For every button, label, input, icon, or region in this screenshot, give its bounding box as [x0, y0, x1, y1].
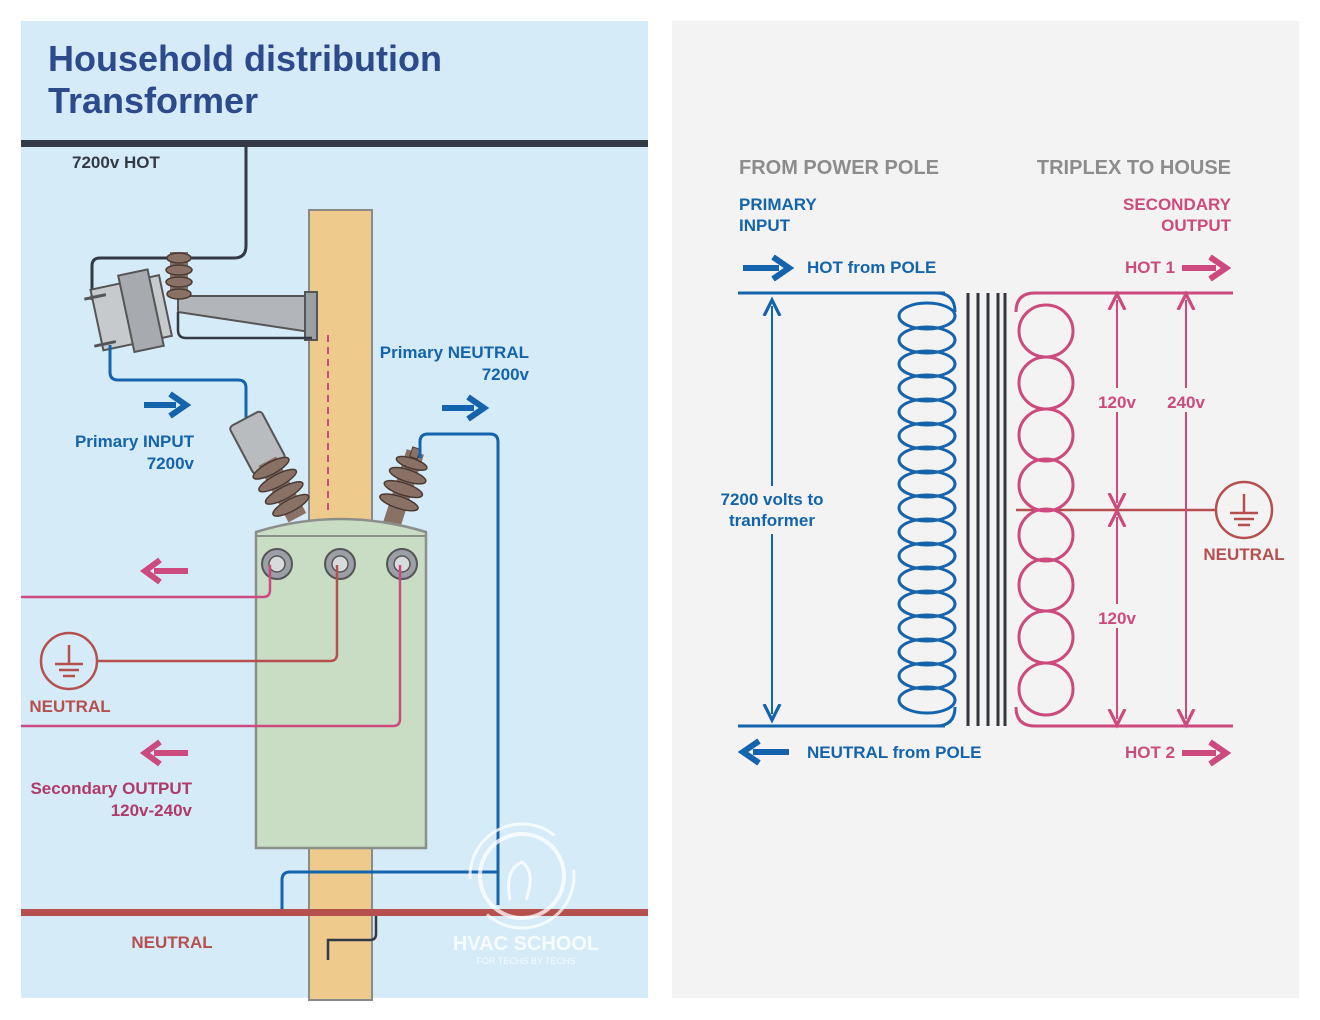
fuse-cutout [84, 252, 318, 354]
secondary-output-label-line2: 120v-240v [111, 801, 193, 820]
bottom-neutral-label: NEUTRAL [131, 933, 212, 952]
secondary-hot2-rail [1014, 706, 1233, 728]
triplex-to-house-header: TRIPLEX TO HOUSE [1037, 157, 1231, 179]
hot-from-pole-label: HOT from POLE [807, 258, 936, 277]
secondary-terminal-x2 [324, 548, 356, 580]
neutral-from-pole-label: NEUTRAL from POLE [807, 743, 981, 762]
hot-power-line [21, 140, 648, 147]
hot1-label: HOT 1 [1125, 258, 1175, 277]
primary-input-line2: INPUT [739, 216, 791, 235]
secondary-terminal-x1 [261, 548, 293, 580]
cutout-insulator [165, 252, 193, 300]
primary-neutral-wire [418, 432, 500, 905]
secondary-output-label-line1: Secondary OUTPUT [30, 779, 192, 798]
secondary-output-line2: OUTPUT [1161, 216, 1232, 235]
primary-neutral-label-line2: 7200v [482, 365, 530, 384]
v120-top-label: 120v [1098, 393, 1136, 412]
primary-neutral-label-line1: Primary NEUTRAL [380, 343, 529, 362]
primary-bushing-right [379, 446, 428, 528]
arrow-left-icon [139, 739, 188, 767]
neutral-power-line [21, 909, 648, 916]
neutral-bond-wire [280, 870, 498, 916]
primary-input-line1: PRIMARY [739, 195, 817, 214]
primary-voltage-line2: tranformer [729, 511, 815, 530]
watermark-tagline: FOR TECHS BY TECHS [476, 956, 575, 966]
arrow-right-icon [144, 391, 192, 419]
v240-label: 240v [1167, 393, 1205, 412]
primary-input-wire [108, 345, 248, 425]
iron-core [966, 293, 1007, 726]
pole-ground-wire [326, 916, 378, 960]
left-title-line2: Transformer [48, 80, 258, 121]
left-title-line1: Household distribution [48, 38, 442, 79]
bracket-plate [304, 291, 318, 341]
ground-icon [1214, 480, 1274, 540]
transformer-tank [254, 517, 428, 850]
primary-input-label-line2: 7200v [147, 454, 195, 473]
v120-bottom-label: 120v [1098, 609, 1136, 628]
primary-bushing-left [229, 410, 310, 523]
primary-input-label-line1: Primary INPUT [75, 432, 195, 451]
arrow-left-icon [737, 738, 789, 766]
hot-line-label: 7200v HOT [72, 153, 160, 172]
primary-coil [897, 301, 957, 715]
cutout-fuse [117, 268, 165, 354]
secondary-coil [1017, 303, 1075, 717]
right-neutral-label: NEUTRAL [1203, 545, 1284, 564]
secondary-hot1-rail [1014, 291, 1233, 313]
hvac-school-logo-icon [468, 822, 576, 930]
arrow-right-icon [1182, 254, 1232, 282]
arrow-right-icon [743, 254, 795, 282]
hot2-label: HOT 2 [1125, 743, 1175, 762]
watermark-name: HVAC SCHOOL [453, 933, 599, 955]
secondary-output-line1: SECONDARY [1123, 195, 1232, 214]
left-neutral-label: NEUTRAL [29, 697, 110, 716]
from-power-pole-header: FROM POWER POLE [739, 157, 939, 179]
secondary-neutral-wire [98, 565, 339, 663]
left-panel: Household distribution Transformer 7200v… [21, 21, 648, 1001]
primary-voltage-line1: 7200 volts to [721, 490, 824, 509]
ground-icon [39, 631, 99, 691]
secondary-hot2-wire [21, 565, 402, 728]
arrow-right-icon [442, 394, 490, 422]
arrow-left-icon [139, 557, 188, 585]
secondary-hot1-wire [21, 565, 272, 599]
secondary-terminal-x3 [386, 548, 418, 580]
arrow-right-icon [1182, 739, 1232, 767]
right-panel: FROM POWER POLE TRIPLEX TO HOUSE PRIMARY… [672, 21, 1299, 998]
